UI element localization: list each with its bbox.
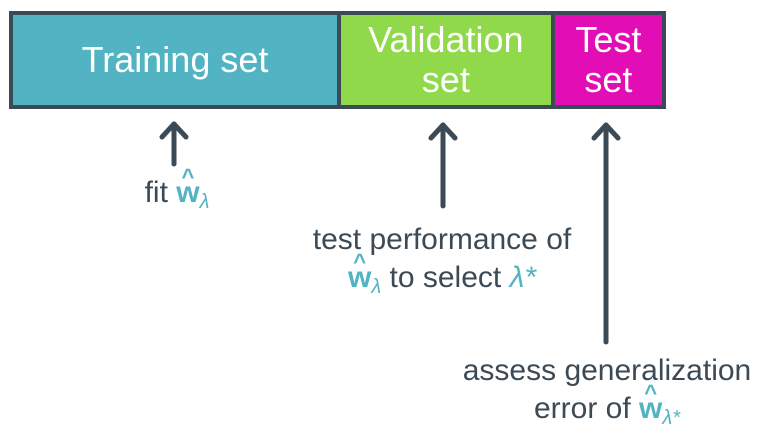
up-arrow-icon [591, 122, 621, 345]
w-lambda-symbol: wλ [176, 158, 209, 213]
validation-set-label-line2: set [421, 59, 470, 100]
test-caption: assess generalization error of wλ* [452, 352, 762, 437]
up-arrow-icon [159, 121, 189, 167]
up-arrow-icon [428, 122, 458, 209]
training-set-label: Training set [81, 39, 269, 80]
dataset-split-bar: Training set Validation set Test set [9, 11, 666, 109]
test-set-segment: Test set [554, 15, 662, 105]
validation-set-label-line1: Validation [368, 19, 524, 60]
training-set-segment: Training set [13, 15, 337, 105]
fit-caption: fit wλ [112, 158, 242, 221]
validation-caption: test performance of wλ to select λ* [282, 221, 602, 306]
lambda-star-symbol: λ* [509, 261, 537, 294]
validation-set-segment: Validation set [340, 15, 551, 105]
w-lambda-symbol: wλ [348, 243, 381, 298]
test-set-label-line1: Test [575, 19, 642, 60]
test-set-label-line2: set [584, 59, 633, 100]
w-lambda-star-symbol: wλ* [639, 374, 680, 429]
